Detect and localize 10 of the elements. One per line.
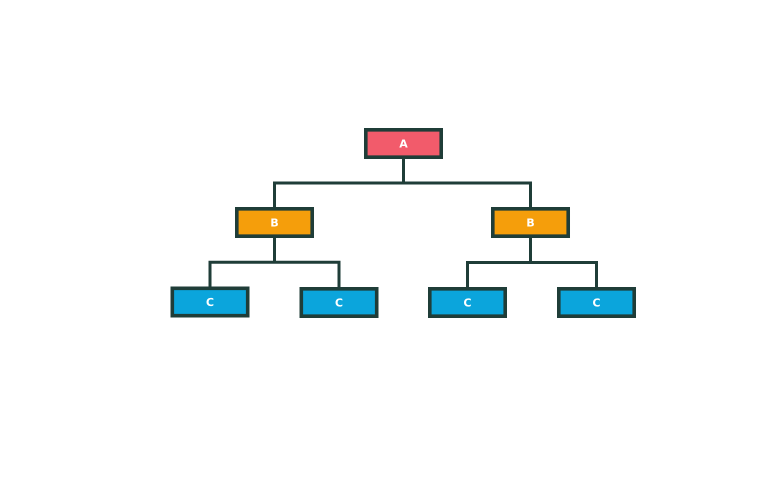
tree-box: A: [364, 128, 443, 159]
connector-line: [273, 159, 532, 207]
tree-box: B: [491, 207, 570, 238]
tree-box: B: [235, 207, 314, 238]
tree-box: C: [557, 287, 636, 318]
connector-line: [208, 238, 340, 287]
connector-line: [466, 238, 598, 287]
tree-box: C: [428, 287, 507, 318]
tree-box: C: [170, 286, 250, 318]
tree-box: C: [300, 287, 378, 318]
